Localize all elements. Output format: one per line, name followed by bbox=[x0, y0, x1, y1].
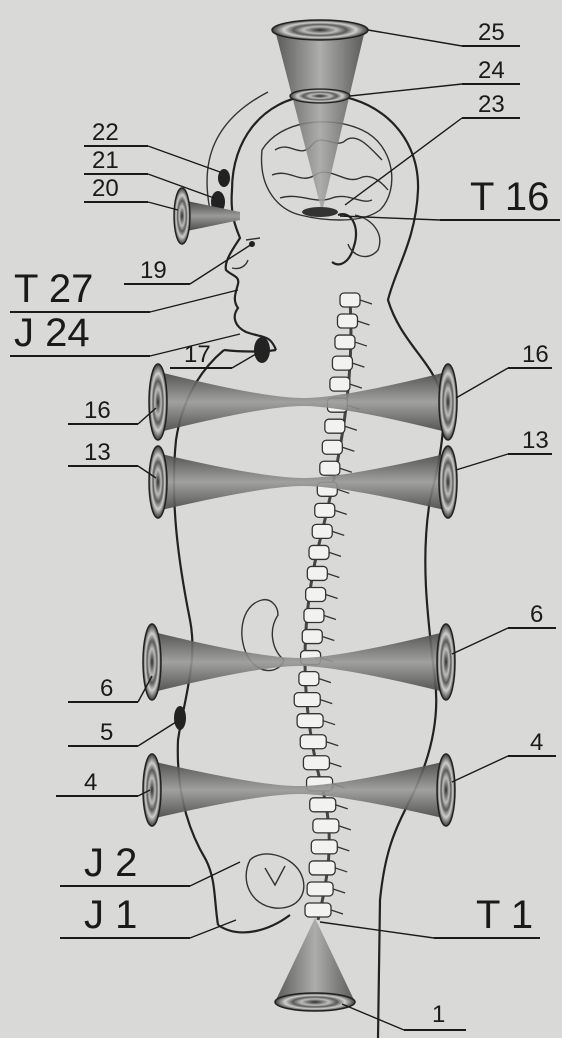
vertebra bbox=[306, 587, 326, 601]
vertebra-process bbox=[326, 742, 338, 746]
vertebra bbox=[309, 861, 335, 875]
vertebra-process bbox=[327, 573, 339, 577]
vertebra-process bbox=[339, 826, 351, 830]
center-4-horns bbox=[143, 754, 455, 826]
label-J24: J 24 bbox=[14, 311, 90, 355]
vertebra-process bbox=[352, 363, 364, 367]
label-25: 25 bbox=[478, 19, 505, 46]
label-23: 23 bbox=[478, 91, 505, 118]
label-20: 20 bbox=[92, 175, 119, 202]
label-T27: T 27 bbox=[14, 267, 93, 311]
vertebra bbox=[312, 524, 332, 538]
horizontal-centers bbox=[143, 364, 457, 826]
vertebra-process bbox=[319, 679, 331, 683]
label-T16: T 16 bbox=[470, 175, 549, 219]
vertebra bbox=[320, 461, 340, 475]
label-24: 24 bbox=[478, 57, 505, 84]
label-21: 21 bbox=[92, 147, 119, 174]
labels: 25 24 23 22 21 20 T 16 19 T 27 bbox=[10, 19, 560, 1030]
vertebra-process bbox=[323, 721, 335, 725]
vertebra bbox=[294, 693, 320, 707]
label-J2: J 2 bbox=[84, 841, 137, 885]
vertebra bbox=[305, 903, 331, 917]
label-J1: J 1 bbox=[84, 893, 137, 937]
vertebra bbox=[322, 440, 342, 454]
label-17: 17 bbox=[184, 341, 211, 368]
vertebra bbox=[315, 503, 335, 517]
label-13-right: 13 bbox=[522, 427, 549, 454]
vertebra-process bbox=[326, 594, 338, 598]
label-22: 22 bbox=[92, 119, 119, 146]
spine bbox=[294, 293, 372, 920]
vertebra bbox=[330, 377, 350, 391]
human-body-outline bbox=[174, 92, 443, 1038]
vertebra bbox=[325, 419, 345, 433]
vertebra bbox=[309, 545, 329, 559]
vertebra-process bbox=[336, 805, 348, 809]
label-4-left: 4 bbox=[84, 769, 97, 796]
vertebra bbox=[302, 630, 322, 644]
center-13-horns bbox=[149, 446, 457, 518]
center-5-dot bbox=[174, 706, 186, 730]
vertebra bbox=[297, 714, 323, 728]
label-13-left: 13 bbox=[84, 439, 111, 466]
vertebra-process bbox=[331, 910, 343, 914]
label-16-right: 16 bbox=[522, 341, 549, 368]
vertebra bbox=[307, 882, 333, 896]
center-16-horns bbox=[149, 364, 457, 440]
vertebra bbox=[337, 314, 357, 328]
label-1: 1 bbox=[432, 1001, 445, 1028]
vertebra bbox=[335, 335, 355, 349]
label-T1: T 1 bbox=[476, 893, 533, 937]
vertebra bbox=[299, 672, 319, 686]
label-6-right: 6 bbox=[530, 601, 543, 628]
vertebra bbox=[311, 840, 337, 854]
vertebra bbox=[313, 819, 339, 833]
center-20-horn bbox=[174, 188, 240, 244]
base-center-horn bbox=[275, 918, 355, 1011]
label-19: 19 bbox=[140, 257, 167, 284]
vertebra-process bbox=[333, 889, 345, 893]
vertebra-process bbox=[324, 616, 336, 620]
label-4-right: 4 bbox=[530, 729, 543, 756]
vertebra-process bbox=[350, 384, 362, 388]
crown-center-horn bbox=[272, 20, 368, 217]
vertebra-process bbox=[322, 637, 334, 641]
vertebra bbox=[340, 293, 360, 307]
vertebra-process bbox=[357, 321, 369, 325]
vertebra-process bbox=[340, 468, 352, 472]
vertebra bbox=[310, 798, 336, 812]
vertebra-process bbox=[332, 531, 344, 535]
center-17-dot bbox=[254, 337, 270, 363]
vertebra bbox=[332, 356, 352, 370]
label-16-left: 16 bbox=[84, 397, 111, 424]
vertebra-process bbox=[355, 342, 367, 346]
vertebra-process bbox=[337, 847, 349, 851]
label-5: 5 bbox=[100, 719, 113, 746]
vertebra-process bbox=[329, 763, 341, 767]
vertebra-process bbox=[329, 552, 341, 556]
vertebra-process bbox=[360, 300, 372, 304]
vertebra bbox=[304, 609, 324, 623]
vertebra bbox=[300, 735, 326, 749]
vertebra-process bbox=[320, 700, 332, 704]
vertebra bbox=[303, 756, 329, 770]
label-6-left: 6 bbox=[100, 675, 113, 702]
vertebra-process bbox=[342, 447, 354, 451]
vertebra-process bbox=[345, 426, 357, 430]
vertebra-process bbox=[335, 510, 347, 514]
center-6-horns bbox=[143, 624, 455, 700]
vertebra bbox=[307, 566, 327, 580]
vertebra-process bbox=[335, 868, 347, 872]
